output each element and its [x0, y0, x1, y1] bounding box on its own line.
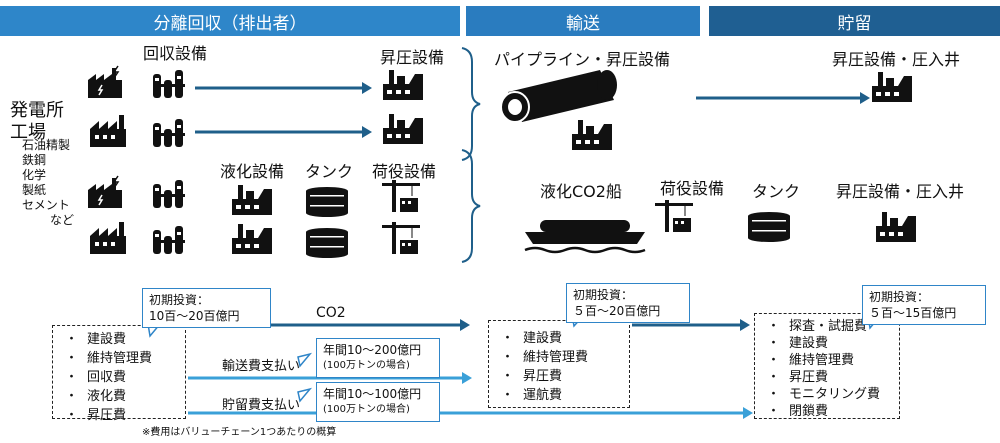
source-item: 石油精製 — [22, 138, 71, 152]
cost-item: ・閉鎖費 — [767, 404, 829, 419]
cost-item: ・モニタリング費 — [767, 387, 881, 402]
source-title-plant: 発電所 — [10, 100, 64, 121]
header-capture: 分離回収（排出者） — [0, 6, 460, 36]
storage-cost-box: ・探査・試掘費 ・建設費 ・維持管理費 ・昇圧費 ・モニタリング費 ・閉鎖費 — [754, 313, 900, 419]
cost-item: ・運航費 — [501, 388, 563, 403]
label-ship: 液化CO2船 — [540, 182, 622, 201]
cost-item: ・建設費 — [501, 331, 563, 346]
label-tank: タンク — [752, 182, 801, 201]
cost-item: ・建設費 — [767, 336, 829, 351]
source-item: 製紙 — [22, 183, 47, 197]
storage-fee-callout: 年間10～100億円 (100万トンの場合) — [316, 382, 440, 422]
storage-initial-callout: 初期投資： ５百～15百億円 — [862, 285, 986, 325]
cost-item: ・昇圧費 — [65, 408, 127, 423]
label-booster-inject: 昇圧設備・圧入井 — [832, 50, 961, 69]
lng-ship-icon — [524, 220, 646, 254]
factory-icon — [90, 222, 126, 254]
cost-item: ・液化費 — [65, 389, 127, 404]
pipeline-icon — [500, 70, 617, 123]
power-plant-icon — [87, 175, 123, 209]
cost-item: ・維持管理費 — [767, 353, 855, 368]
booster-icon — [572, 120, 612, 150]
cost-item: ・回収費 — [65, 370, 127, 385]
label-tank: タンク — [305, 162, 354, 181]
header-storage-label: 貯留 — [837, 13, 872, 34]
transport-initial-callout: 初期投資： ５百～20百億円 — [566, 283, 690, 323]
cost-item: ・維持管理費 — [501, 350, 589, 365]
tank-icon — [748, 212, 790, 242]
crane-icon — [381, 179, 421, 213]
label-booster: 昇圧設備 — [380, 48, 445, 67]
capture-equipment-icon — [153, 70, 185, 98]
header-transport-label: 輸送 — [566, 13, 600, 34]
storage-pay-label: 貯留費支払い — [222, 398, 301, 413]
capture-equipment-icon — [153, 226, 185, 254]
cost-item: ・維持管理費 — [65, 351, 153, 366]
label-pipeline: パイプライン・昇圧設備 — [494, 50, 671, 69]
label-loading: 荷役設備 — [372, 162, 437, 181]
tank-icon — [306, 187, 348, 217]
header-storage: 貯留 — [709, 6, 1000, 36]
cost-item: ・昇圧費 — [501, 369, 563, 384]
co2-label: CO2 — [316, 305, 346, 321]
source-item: など — [50, 213, 75, 227]
header-transport: 輸送 — [466, 6, 700, 36]
booster-icon — [383, 114, 423, 144]
capture-cost-box: ・建設費 ・維持管理費 ・回収費 ・液化費 ・昇圧費 — [52, 325, 186, 423]
cost-item: ・建設費 — [65, 332, 127, 347]
label-liquefaction: 液化設備 — [220, 162, 285, 181]
crane-icon — [381, 221, 421, 255]
source-title-factory: 工場 — [10, 122, 46, 143]
source-item: 鉄鋼 — [22, 153, 47, 167]
header-capture-label: 分離回収（排出者） — [153, 13, 307, 34]
capture-initial-callout: 初期投資： 10百～20百億円 — [142, 288, 271, 328]
transport-cost-box: ・建設費 ・維持管理費 ・昇圧費 ・運航費 — [488, 320, 630, 408]
transport-pay-label: 輸送費支払い — [222, 359, 301, 374]
capture-equipment-icon — [153, 119, 185, 147]
capture-equipment-icon — [153, 180, 185, 208]
liquefaction-icon — [232, 224, 272, 254]
booster-inject-icon — [872, 72, 912, 102]
cost-item: ・昇圧費 — [767, 370, 829, 385]
footnote: ※費用はバリューチェーン1つあたりの概算 — [142, 427, 337, 438]
tank-icon — [306, 228, 348, 258]
crane-icon — [654, 199, 694, 233]
booster-inject-icon — [876, 212, 916, 242]
liquefaction-icon — [232, 185, 272, 215]
factory-icon — [90, 115, 126, 147]
source-item: セメント — [22, 198, 70, 212]
label-loading: 荷役設備 — [660, 179, 725, 198]
power-plant-icon — [87, 65, 123, 99]
source-item: 化学 — [22, 168, 47, 182]
cost-item: ・探査・試掘費 — [767, 319, 868, 334]
transport-fee-callout: 年間10～200億円 (100万トンの場合) — [316, 338, 440, 378]
label-capture-equipment: 回収設備 — [143, 44, 208, 63]
label-booster-inject: 昇圧設備・圧入井 — [836, 182, 965, 201]
booster-icon — [383, 70, 423, 100]
